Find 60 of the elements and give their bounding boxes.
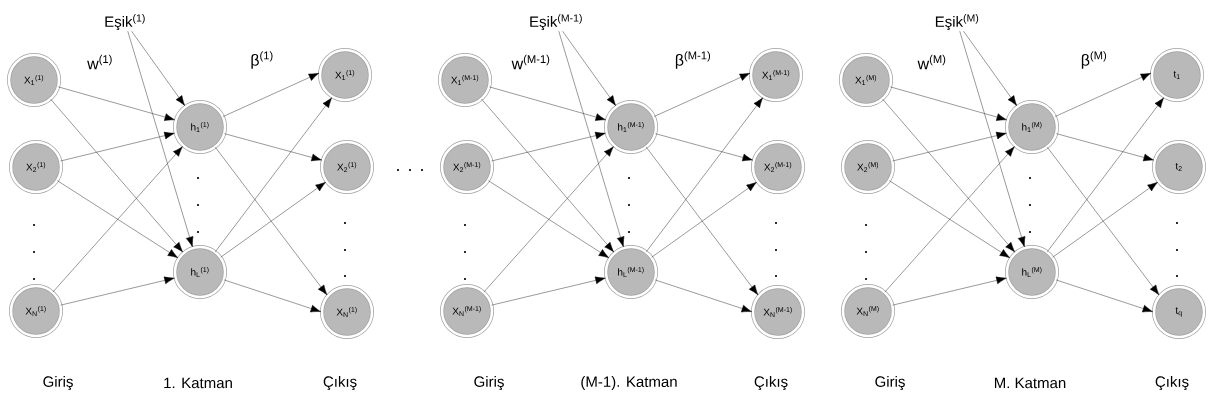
arrow (483, 146, 614, 293)
arrow (488, 180, 609, 258)
arrow (491, 276, 606, 306)
arrow (1052, 182, 1158, 258)
arrow (131, 30, 185, 106)
arrow (651, 182, 757, 258)
weight-label: w$^{(1)}$ (87, 54, 112, 70)
arrow (127, 30, 194, 247)
layer-label: Çıkış (754, 375, 788, 390)
arrow (60, 131, 175, 162)
arrow (884, 146, 1015, 293)
arrow (889, 180, 1010, 258)
arrow (655, 133, 753, 162)
arrow (60, 276, 175, 306)
arrow (1047, 146, 1160, 296)
arrow (959, 30, 1026, 247)
threshold-label: Eşik$^{(1)}$ (105, 14, 145, 30)
layer-label: Giriş (875, 375, 905, 390)
layer-label: Çıkış (323, 375, 357, 390)
arrow (1054, 72, 1152, 117)
arrow (491, 131, 606, 162)
weight-label: β$^{(1)}$ (251, 51, 273, 69)
arrow (890, 86, 1007, 121)
layer-label: Giriş (474, 375, 504, 390)
arrow (489, 86, 606, 121)
arrow (220, 182, 326, 258)
arrow (224, 133, 322, 162)
arrow (223, 279, 321, 313)
arrow (558, 30, 625, 247)
arrow (892, 276, 1007, 306)
arrow (892, 131, 1007, 162)
layer-label: 1. Katman (164, 377, 232, 389)
arrow (646, 97, 763, 252)
arrow (1047, 97, 1164, 252)
weight-label: β$^{(M)}$ (1081, 51, 1107, 69)
arrow (222, 72, 320, 117)
arrow (653, 72, 751, 117)
arrow (646, 146, 759, 296)
weight-label: β$^{(M-1)}$ (675, 51, 711, 69)
arrow (215, 97, 332, 252)
layer-label: (M-1). Katman (581, 376, 677, 390)
arrow (654, 279, 752, 313)
weight-label: w$^{(M)}$ (917, 54, 946, 70)
arrow (1055, 279, 1153, 313)
threshold-label: Eşik$^{(M-1)}$ (530, 14, 582, 30)
arrow (215, 146, 328, 296)
arrow (963, 30, 1017, 106)
layer-label: Giriş (43, 375, 73, 390)
arrow (52, 146, 183, 293)
threshold-label: Eşik$^{(M)}$ (935, 14, 979, 30)
arrow (58, 86, 175, 121)
weight-label: w$^{(M-1)}$ (511, 54, 550, 70)
layer-label: Çıkış (1155, 375, 1189, 390)
arrow (50, 98, 183, 253)
arrow (562, 30, 616, 106)
layer-label: M. Katman (994, 377, 1066, 389)
arrow (882, 98, 1015, 253)
arrow (57, 180, 179, 258)
arrow (481, 98, 614, 253)
arrow (1056, 133, 1154, 162)
